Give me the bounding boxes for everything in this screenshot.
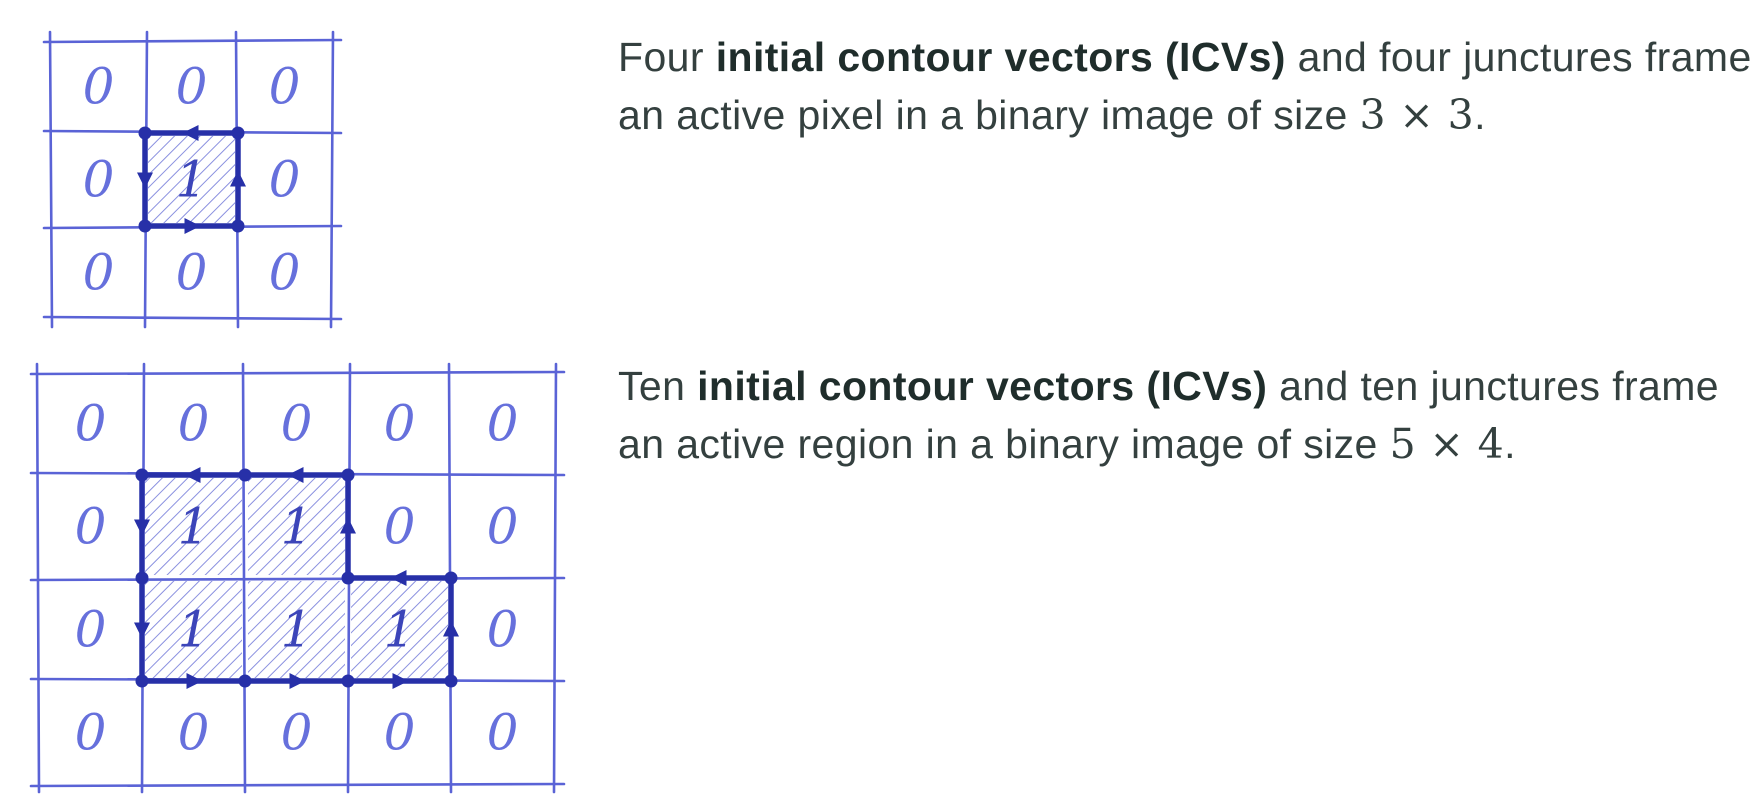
sketch-5x4-grid: 0 0 0 0 0 0 1 1 0 0 0 1 1 1 0 0 0 0 0 0: [29, 362, 566, 794]
fig2-grid-line-horizontal: [29, 782, 566, 788]
fig2-juncture: [341, 468, 355, 482]
fig2-juncture: [341, 674, 355, 688]
fig2-juncture: [238, 468, 252, 482]
fig2-grid-line-horizontal: [29, 370, 566, 376]
fig1-cell-zero: 0: [83, 151, 115, 209]
fig1-cell-zero: 0: [176, 58, 208, 116]
caption-2-suffix: and ten junctures frame an active region…: [618, 363, 1720, 467]
fig2-cell-zero: 0: [178, 704, 210, 762]
fig2-grid-line-horizontal: [29, 576, 566, 582]
fig2-cell-zero: 0: [75, 395, 107, 453]
fig2-contour-vector-arrowhead: [186, 673, 203, 689]
fig2-juncture: [135, 468, 149, 482]
caption-2-prefix: Ten: [618, 363, 686, 409]
fig2-cell-zero: 0: [178, 395, 210, 453]
fig1-contour-vector-arrowhead: [137, 172, 153, 189]
fig1-cell-zero: 0: [83, 58, 115, 116]
fig2-contour-vector-arrowhead: [392, 673, 409, 689]
fig2-juncture: [238, 674, 252, 688]
fig2-contour-vector-arrowhead: [289, 673, 306, 689]
fig2-cell-zero: 0: [75, 601, 107, 659]
fig1-active-cell-hatch: [148, 136, 235, 223]
caption-figure-1: Four initial contour vectors (ICVs) and …: [618, 28, 1761, 144]
fig1-contour-vector-arrowhead: [182, 125, 199, 141]
fig2-juncture: [135, 571, 149, 585]
caption-2-size: 5 × 4: [1389, 420, 1505, 468]
fig2-juncture: [444, 571, 458, 585]
fig2-contour-vector-arrowhead: [340, 517, 356, 534]
fig2-cell-one: 1: [178, 498, 210, 556]
fig2-contour-vector-arrowhead: [287, 467, 304, 483]
fig2-grid-line-vertical: [35, 362, 41, 794]
fig2-cell-one: 1: [384, 601, 416, 659]
fig2-cell-one: 1: [178, 601, 210, 659]
fig2-cell-zero: 0: [384, 498, 416, 556]
fig1-juncture: [138, 126, 152, 140]
caption-2-end: .: [1504, 421, 1516, 467]
fig2-cell-one: 1: [281, 498, 313, 556]
fig1-cell-one: 1: [176, 151, 208, 209]
fig1-grid-line-vertical: [329, 30, 335, 329]
fig2-juncture: [444, 674, 458, 688]
fig2-contour-vector-arrowhead: [134, 622, 150, 639]
caption-2-term: initial contour vectors (ICVs): [697, 363, 1268, 409]
fig1-grid-line-vertical: [48, 30, 54, 329]
fig2-cell-zero: 0: [487, 704, 519, 762]
fig2-contour-vector-arrowhead: [134, 519, 150, 536]
caption-1-size: 3 × 3: [1359, 91, 1475, 139]
fig2-juncture: [135, 674, 149, 688]
fig1-cell-zero: 0: [269, 151, 301, 209]
caption-1-suffix: and four junctures frame an active pixel…: [618, 34, 1752, 138]
fig2-active-cell-hatch: [145, 581, 242, 678]
fig2-cell-zero: 0: [487, 601, 519, 659]
fig1-cell-zero: 0: [83, 244, 115, 302]
fig1-juncture: [231, 219, 245, 233]
fig2-cell-zero: 0: [281, 704, 313, 762]
fig2-cell-zero: 0: [384, 395, 416, 453]
fig1-grid-line-horizontal: [42, 38, 343, 44]
fig2-active-cell-hatch: [248, 478, 345, 575]
fig2-cell-zero: 0: [487, 395, 519, 453]
caption-figure-2: Ten initial contour vectors (ICVs) and t…: [618, 357, 1761, 473]
caption-1-end: .: [1474, 92, 1486, 138]
fig2-contour-vector-arrowhead: [184, 467, 201, 483]
fig2-active-cell-hatch: [248, 581, 345, 678]
fig1-cell-zero: 0: [269, 244, 301, 302]
fig2-cell-zero: 0: [75, 704, 107, 762]
fig2-cell-zero: 0: [75, 498, 107, 556]
fig2-cell-zero: 0: [281, 395, 313, 453]
caption-1-term: initial contour vectors (ICVs): [715, 34, 1286, 80]
sketch-3x3-grid: 0 0 0 0 1 0 0 0 0: [42, 30, 343, 329]
fig2-active-cell-hatch: [351, 581, 448, 678]
caption-1-prefix: Four: [618, 34, 704, 80]
fig1-juncture: [231, 126, 245, 140]
fig1-cell-zero: 0: [269, 58, 301, 116]
fig2-cell-zero: 0: [384, 704, 416, 762]
fig2-cell-zero: 0: [487, 498, 519, 556]
fig1-grid-line-horizontal: [42, 315, 343, 321]
fig2-active-cell-hatch: [145, 478, 242, 575]
fig2-contour-vector-arrowhead: [390, 570, 407, 586]
fig2-juncture: [341, 571, 355, 585]
fig1-contour-vector-arrowhead: [184, 218, 201, 234]
fig2-cell-one: 1: [281, 601, 313, 659]
fig2-contour-vector-arrowhead: [443, 620, 459, 637]
fig1-cell-zero: 0: [176, 244, 208, 302]
fig1-contour-vector-arrowhead: [230, 170, 246, 187]
fig1-juncture: [138, 219, 152, 233]
